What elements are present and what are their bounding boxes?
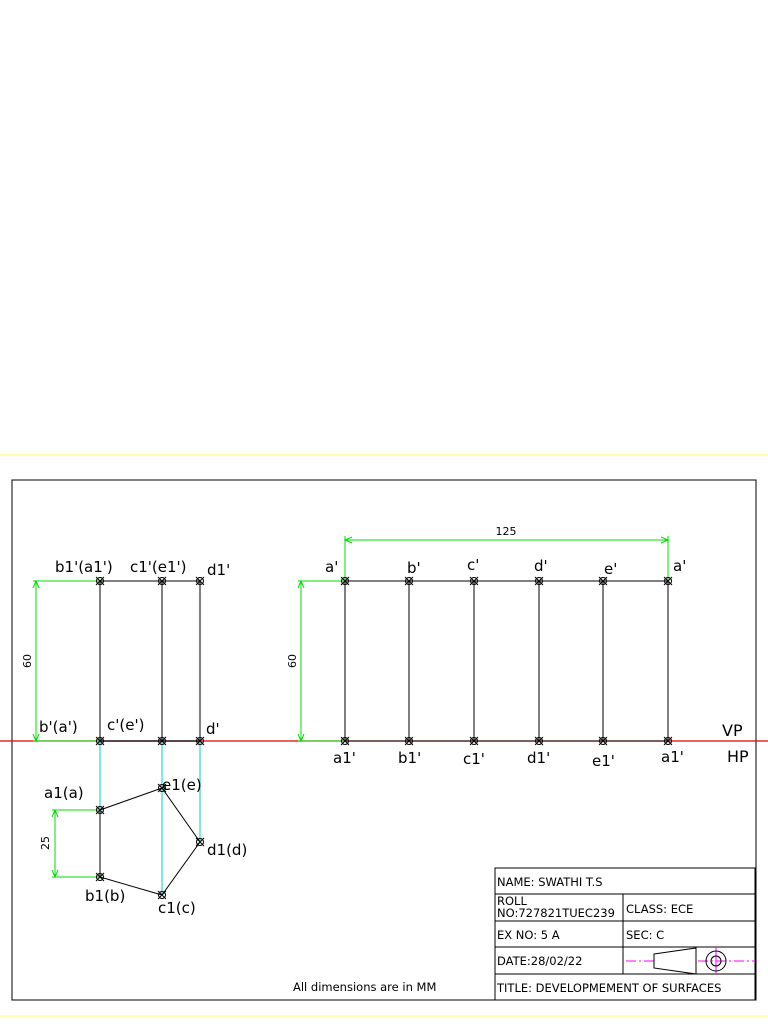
development-height-value: 60 [286,654,299,668]
top-label-c1c: c1(c) [158,899,196,917]
point-marker [95,736,105,746]
title-block-roll-line1: ROLL [497,894,527,908]
title-block-roll-line2: NO:727821TUEC239 [497,906,615,920]
point-markers [95,576,673,900]
point-marker [95,872,105,882]
dev-top-label-c: c' [467,556,479,574]
point-marker [598,736,608,746]
point-marker [195,837,205,847]
dev-top-label-a-end: a' [673,557,686,575]
development-length-value: 125 [496,525,517,538]
front-label-d1: d1' [207,561,230,579]
dev-top-label-d: d' [534,557,548,575]
dev-bottom-label-b1: b1' [398,749,421,767]
top-view-pentagon [99,787,201,896]
title-block-frame [494,867,756,1001]
front-label-c1e1: c1'(e1') [130,558,187,576]
front-view: 60 b1'(a1') c1'(e1') d1' b'(a') c'(e') d… [21,558,230,743]
title-block-title: TITLE: DEVELOPMEMENT OF SURFACES [496,981,721,995]
dev-top-label-b: b' [407,559,421,577]
front-view-height-value: 60 [21,654,34,668]
title-block-sec: SEC: C [626,928,664,942]
point-marker [469,736,479,746]
point-marker [95,805,105,815]
top-view-side-value: 25 [39,836,52,850]
front-label-d: d' [206,720,220,738]
front-view-height-dimension [32,579,100,743]
development-view: 125 60 a' b' c' d' e' a' a1' b1' c1' d1'… [286,525,686,770]
dev-bottom-label-c1: c1' [463,750,485,768]
point-marker [157,736,167,746]
point-marker [195,576,205,586]
dimensions-note: All dimensions are in MM [293,980,436,994]
front-label-ce: c'(e') [107,716,144,734]
drawing-border [11,479,757,1001]
point-marker [663,736,673,746]
development-length-dimension [343,536,670,581]
dev-top-label-a: a' [325,558,338,576]
top-view: 25 a1(a) e1(e) d1(d) c1(c) b1(b) [39,776,247,917]
top-label-b1b: b1(b) [85,887,125,905]
point-marker [534,576,544,586]
title-block: NAME: SWATHI T.S ROLL NO:727821TUEC239 C… [494,867,756,1001]
dev-bottom-label-e1: e1' [592,752,615,770]
development-outline [344,580,669,742]
top-view-side-dimension [51,808,100,879]
point-marker [340,576,350,586]
point-marker [340,736,350,746]
point-marker [157,576,167,586]
dev-bottom-label-a1: a1' [333,749,356,767]
projector-lines [99,741,201,895]
point-marker [95,576,105,586]
title-block-ex-no: EX NO: 5 A [497,928,560,942]
point-marker [469,576,479,586]
top-label-a1a: a1(a) [44,784,84,802]
point-marker [534,736,544,746]
point-marker [663,576,673,586]
title-block-date: DATE:28/02/22 [497,954,582,968]
vp-label: VP [722,721,743,740]
front-label-ba: b'(a') [39,718,78,736]
sheet-frame [0,454,768,1017]
point-marker [157,890,167,900]
dev-bottom-label-d1: d1' [527,749,550,767]
top-label-e1e: e1(e) [162,776,202,794]
projection-symbol [626,947,755,975]
top-label-d1d: d1(d) [207,841,247,859]
point-marker [404,736,414,746]
dev-top-label-e: e' [604,560,617,578]
hp-label: HP [727,747,749,766]
point-marker [157,783,167,793]
point-marker [404,576,414,586]
point-marker [598,576,608,586]
point-marker [195,736,205,746]
dev-bottom-label-a1-end: a1' [661,748,684,766]
front-label-b1a1: b1'(a1') [55,558,113,576]
development-height-dimension [297,579,345,743]
title-block-class: CLASS: ECE [626,902,693,916]
title-block-name: NAME: SWATHI T.S [497,875,603,889]
